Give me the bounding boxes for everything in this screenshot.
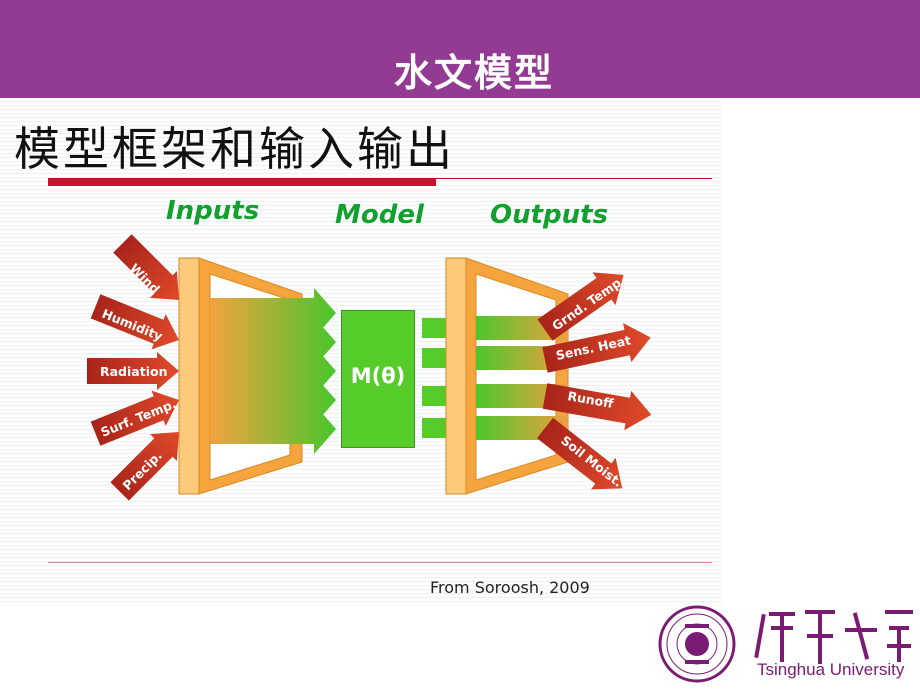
input-label-radiation: Radiation bbox=[100, 364, 167, 379]
input-flow-arrows bbox=[210, 288, 336, 454]
outputs-heading: Outputs bbox=[490, 200, 609, 230]
model-label: M(θ) bbox=[350, 364, 406, 388]
slide-title: 模型框架和输入输出 bbox=[14, 122, 455, 176]
inputs-heading: Inputs bbox=[166, 196, 260, 226]
header-bar bbox=[0, 0, 920, 98]
university-logo bbox=[657, 604, 920, 690]
output-red-arrows bbox=[536, 272, 652, 490]
title-rule-thick bbox=[48, 178, 436, 186]
bottom-rule bbox=[48, 562, 712, 563]
input-red-arrows bbox=[87, 234, 179, 501]
output-connectors bbox=[422, 318, 446, 438]
title-rule-thin bbox=[436, 178, 712, 179]
model-box bbox=[341, 310, 415, 448]
model-heading: Model bbox=[335, 200, 424, 230]
university-name: Tsinghua University bbox=[757, 660, 905, 679]
source-citation: From Soroosh, 2009 bbox=[430, 578, 590, 597]
output-funnel bbox=[445, 257, 569, 495]
header-title: 水文模型 bbox=[394, 51, 555, 95]
tsinghua-seal-icon bbox=[658, 605, 913, 683]
